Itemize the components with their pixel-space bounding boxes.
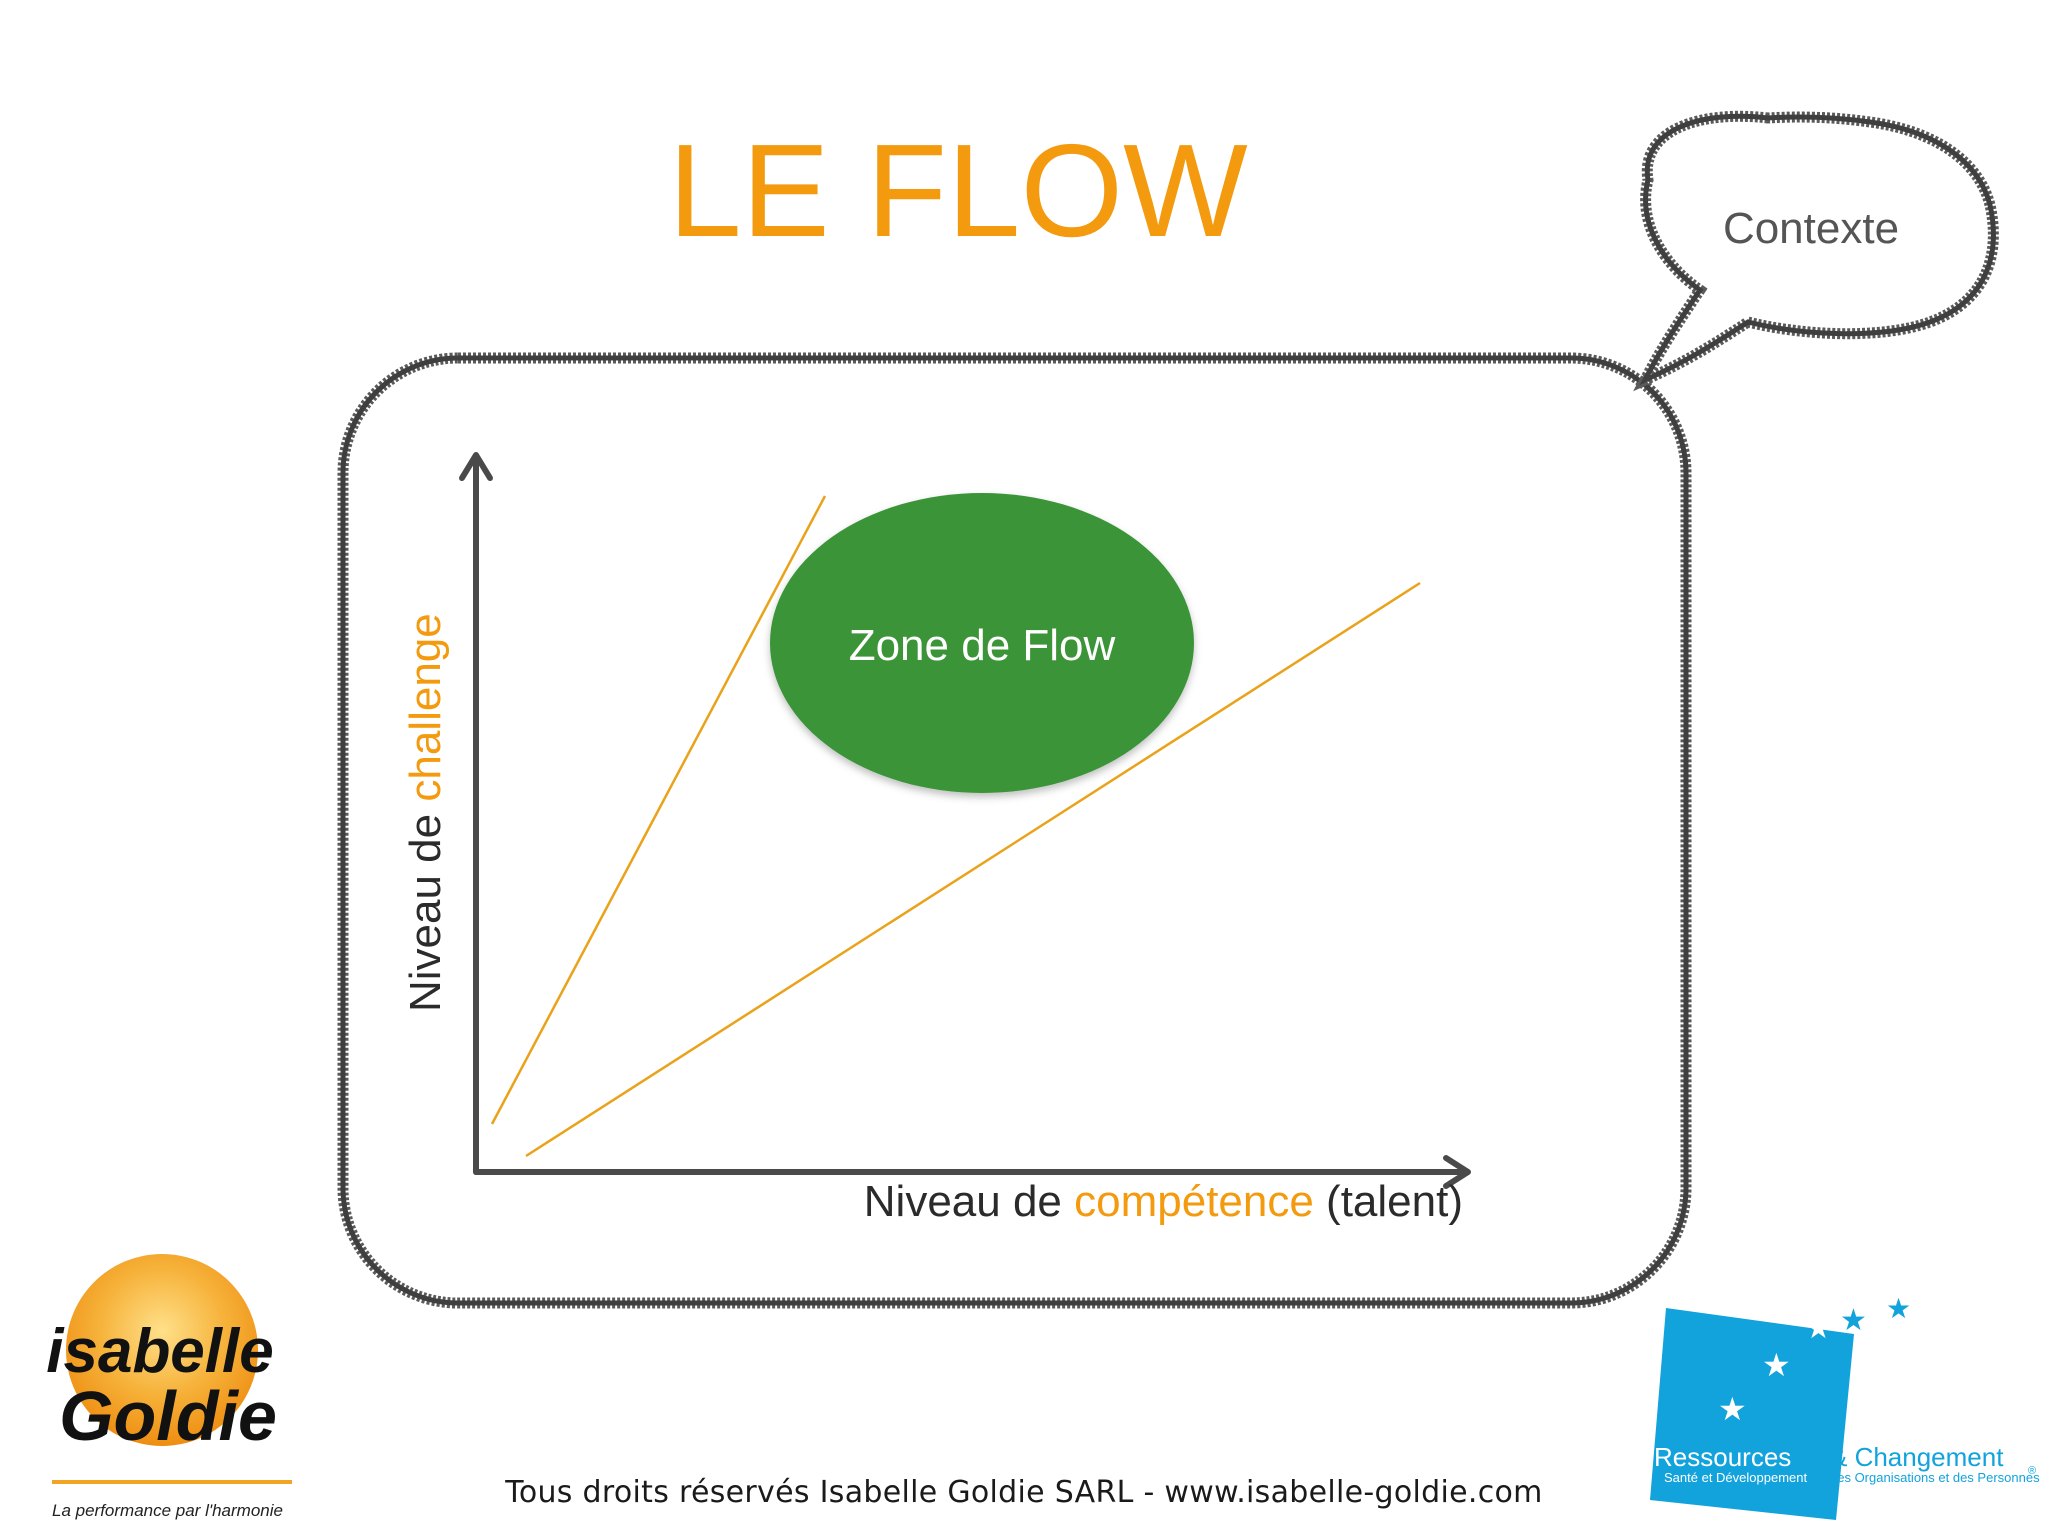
x-axis-label: Niveau de compétence (talent) — [864, 1177, 1463, 1226]
star-icon: ★ — [1805, 1312, 1832, 1345]
star-icon: ★ — [1886, 1293, 1911, 1324]
lower-boundary-line — [525, 581, 1421, 1158]
star-icon: ★ — [1762, 1347, 1791, 1383]
star-icon: ★ — [1840, 1304, 1867, 1337]
logo-sub-part1: Santé et Développement — [1664, 1470, 1807, 1485]
logo-line-isabelle: isabelle — [46, 1317, 273, 1386]
logo-line-goldie: Goldie — [59, 1377, 277, 1455]
logo-blue-square — [1650, 1308, 1854, 1520]
ressources-changement-logo: ★ ★ ★ ★ ★ Ressources & Changement Santé … — [1650, 1293, 2040, 1520]
flow-zone-label: Zone de Flow — [849, 621, 1116, 670]
y-axis-label: Niveau de challenge — [401, 613, 450, 1012]
x-axis-arrowhead — [1443, 1155, 1471, 1189]
y-axis-label-highlight: challenge — [401, 613, 450, 801]
logo-stars-outer: ★ ★ — [1840, 1293, 1911, 1337]
x-axis-label-suffix: (talent) — [1314, 1177, 1463, 1226]
footer-copyright: Tous droits réservés Isabelle Goldie SAR… — [505, 1475, 1543, 1510]
context-callout-bubble — [1633, 110, 1999, 392]
isabelle-goldie-logo: isabelle Goldie La performance par l'har… — [46, 1254, 292, 1520]
upper-boundary-line — [490, 495, 827, 1125]
logo-name-part1: Ressources — [1654, 1442, 1791, 1472]
logo-name-part2: & Changement — [1830, 1442, 2004, 1472]
sun-icon — [66, 1254, 258, 1446]
callout-label: Contexte — [1723, 204, 1899, 253]
axes — [459, 452, 1471, 1189]
star-icon: ★ — [1718, 1391, 1747, 1427]
flow-zone-ellipse — [770, 493, 1194, 793]
y-axis-arrowhead — [459, 452, 493, 481]
logo-registered: ® — [2028, 1465, 2036, 1477]
logo-stars-inner: ★ ★ ★ — [1718, 1312, 1832, 1427]
context-frame — [337, 352, 1692, 1309]
x-axis-label-highlight: compétence — [1074, 1177, 1314, 1226]
page-title: LE FLOW — [668, 117, 1248, 264]
logo-sub-part2: des Organisations et des Personnes — [1830, 1470, 2040, 1485]
x-axis-label-prefix: Niveau de — [864, 1177, 1074, 1226]
logo-tagline: La performance par l'harmonie — [52, 1501, 283, 1520]
y-axis-label-prefix: Niveau de — [401, 802, 450, 1012]
